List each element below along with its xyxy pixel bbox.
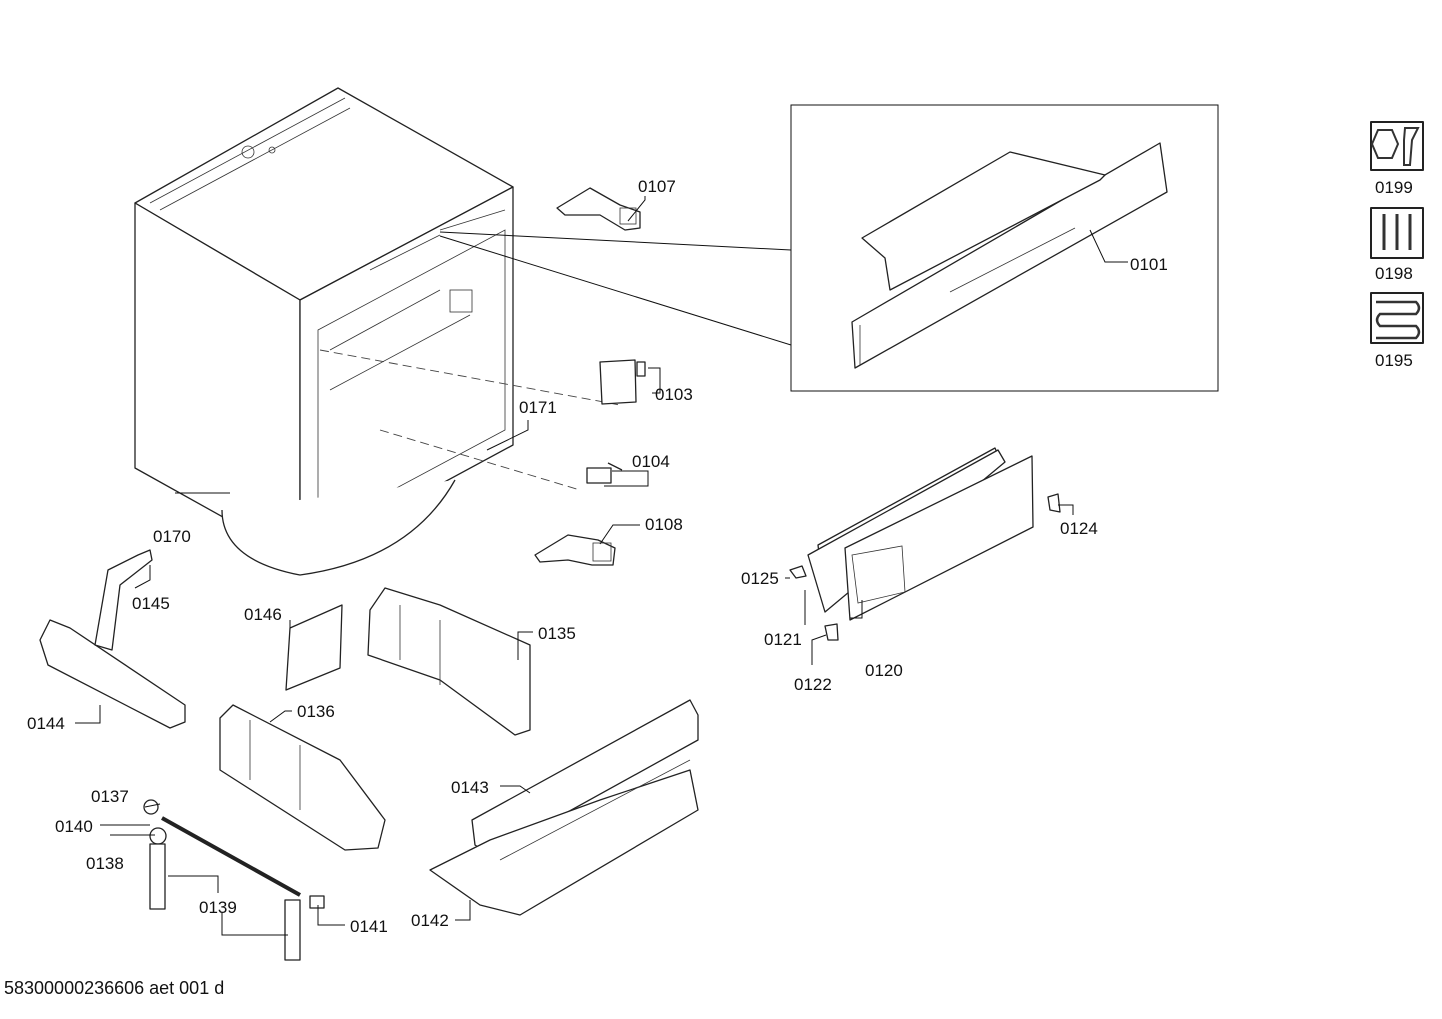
label-0140: 0140 bbox=[55, 817, 93, 836]
label-0137: 0137 bbox=[91, 787, 129, 806]
label-0122: 0122 bbox=[794, 675, 832, 694]
label-0195: 0195 bbox=[1375, 351, 1413, 370]
part-0124 bbox=[1047, 493, 1061, 513]
label-0199: 0199 bbox=[1375, 178, 1413, 197]
plate-0103 bbox=[599, 359, 637, 405]
label-0136: 0136 bbox=[297, 702, 335, 721]
label-0171: 0171 bbox=[519, 398, 557, 417]
label-0142: 0142 bbox=[411, 911, 449, 930]
detail-inset bbox=[439, 104, 1219, 392]
part-0137 bbox=[143, 799, 159, 815]
bracket-0136 bbox=[219, 704, 386, 851]
part-0104 bbox=[586, 467, 612, 484]
label-0198: 0198 bbox=[1375, 264, 1413, 283]
label-0143: 0143 bbox=[451, 778, 489, 797]
label-0121: 0121 bbox=[764, 630, 802, 649]
hose-0139-right bbox=[284, 899, 301, 961]
label-0107: 0107 bbox=[638, 177, 676, 196]
label-0120: 0120 bbox=[865, 661, 903, 680]
nut-and-wrench-icon bbox=[1370, 121, 1424, 171]
hinge-top bbox=[556, 187, 641, 231]
rod-0140 bbox=[161, 816, 301, 897]
heating-coil-icon bbox=[1370, 292, 1424, 344]
bracket-0135 bbox=[367, 587, 531, 736]
label-0170: 0170 bbox=[153, 527, 191, 546]
part-0138 bbox=[149, 827, 167, 845]
label-0103: 0103 bbox=[655, 385, 693, 404]
label-0141: 0141 bbox=[350, 917, 388, 936]
cabinet-body bbox=[134, 87, 514, 576]
label-0124: 0124 bbox=[1060, 519, 1098, 538]
label-0138: 0138 bbox=[86, 854, 124, 873]
base-0143-0142 bbox=[429, 699, 699, 916]
hint-line-0104 bbox=[379, 429, 581, 491]
door-assembly bbox=[807, 447, 1034, 621]
part-0141 bbox=[309, 895, 325, 909]
label-0145: 0145 bbox=[132, 594, 170, 613]
pin-0104 bbox=[607, 462, 623, 471]
part-0122 bbox=[824, 623, 839, 641]
label-0139: 0139 bbox=[199, 898, 237, 917]
document-id: 58300000236606 aet 001 d bbox=[4, 978, 225, 998]
label-0104: 0104 bbox=[632, 452, 670, 471]
hinge-bottom bbox=[534, 534, 616, 566]
label-0144: 0144 bbox=[27, 714, 65, 733]
label-0135: 0135 bbox=[538, 624, 576, 643]
label-0108: 0108 bbox=[645, 515, 683, 534]
clip-0103 bbox=[636, 361, 646, 377]
label-0146: 0146 bbox=[244, 605, 282, 624]
part-0125 bbox=[789, 565, 807, 579]
screws-icon bbox=[1370, 207, 1424, 259]
bracket-0146 bbox=[285, 604, 343, 691]
hint-line-0103 bbox=[319, 349, 621, 406]
label-0101: 0101 bbox=[1130, 255, 1168, 274]
leader-lines bbox=[75, 196, 1128, 936]
hose-0139-left bbox=[149, 843, 166, 910]
bracket-0144 bbox=[39, 549, 186, 729]
label-0125: 0125 bbox=[741, 569, 779, 588]
